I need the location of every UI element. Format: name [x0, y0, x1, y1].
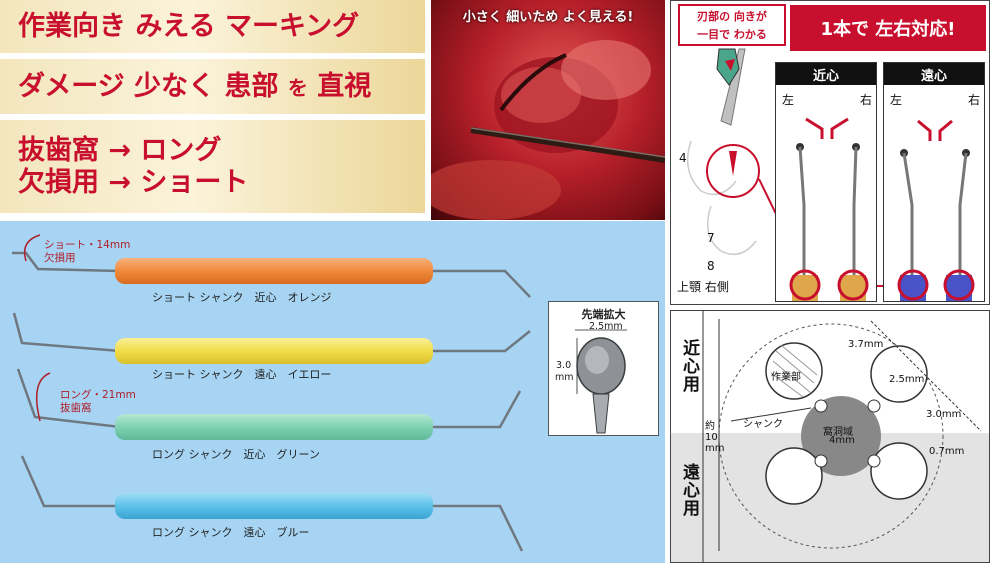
direction-callout: 刃部の 向きが 一目で わかる	[678, 4, 786, 46]
mesial-left-label: 左	[782, 93, 795, 107]
distal-tools	[897, 119, 975, 301]
mesial-header: 近心	[776, 63, 876, 85]
blue-caption: ロング シャンク 遠心 ブルー	[152, 526, 310, 539]
instrument-panel: ショート・14mm 欠損用 ロング・21mm 抜歯窩 ショート シャンク 近心 …	[0, 221, 665, 563]
headline-direct-view: ダメージ 少なく 患部 を 直視	[0, 59, 425, 117]
mesial-vertical-label: 近心用	[679, 339, 699, 393]
headline-direct-view-particle: を	[287, 75, 308, 100]
dimension-drawing	[671, 311, 989, 562]
tool2-left-tip	[12, 312, 121, 353]
dim-2-5mm: 2.5mm	[889, 374, 925, 385]
callout-line2: 一目で わかる	[697, 28, 767, 41]
tool2-right-tip	[430, 330, 531, 353]
magnify-height-unit: mm	[555, 372, 574, 383]
orange-handle	[115, 258, 433, 284]
tooth-number-7: 7	[707, 231, 715, 245]
callout-line1: 刃部の 向きが	[697, 10, 767, 23]
orange-caption: ショート シャンク 近心 オレンジ	[152, 291, 332, 304]
cavity-line2: 4mm	[829, 435, 855, 446]
approx-10mm-label: 約 10 mm	[705, 421, 725, 454]
short-tag-line1: ショート・14mm	[44, 239, 131, 251]
cavity-line1: 窩洞域	[823, 427, 853, 438]
shank-label: シャンク	[743, 419, 783, 430]
surgical-photo-illustration	[431, 40, 665, 220]
dimension-diagram: 近心用 遠心用 約 10 mm 作業部 シャンク 窩洞域 4mm 3.7mm 2…	[670, 310, 990, 563]
photo-caption: 小さく 細いため よく見える!	[462, 10, 634, 25]
distal-header: 遠心	[884, 63, 984, 85]
green-caption: ロング シャンク 近心 グリーン	[152, 448, 320, 461]
yellow-handle	[115, 338, 433, 364]
long-tag-line1: ロング・21mm	[60, 389, 136, 401]
short-bracket	[23, 234, 41, 262]
blue-handle	[115, 493, 433, 519]
yellow-caption: ショート シャンク 遠心 イエロー	[152, 368, 332, 381]
tool4-left-tip	[20, 455, 120, 508]
green-handle	[115, 414, 433, 440]
tool1-right-tip	[430, 269, 531, 298]
headline-usage-short: 欠損用 → ショート	[18, 166, 249, 198]
long-tag-line2: 抜歯窩	[60, 402, 92, 415]
dim-0-7mm: 0.7mm	[929, 446, 965, 457]
tip-magnify-box: 先端拡大 2.5mm 3.0 mm	[548, 301, 659, 436]
headline-marking-text: 作業向き みえる マーキング	[18, 10, 360, 42]
dim-3-0mm: 3.0mm	[926, 409, 962, 420]
jaw-label: 上顎 右側	[677, 280, 729, 294]
mesial-tools	[789, 117, 869, 301]
instrument-shafts	[12, 234, 531, 552]
surgical-photo: 小さく 細いため よく見える!	[431, 0, 665, 220]
magnified-tip	[575, 329, 627, 434]
headline-usage: 抜歯窩 → ロング 欠損用 → ショート	[0, 120, 425, 216]
tool4-right-tip	[430, 504, 524, 552]
magnify-height-value: 3.0	[556, 360, 572, 371]
distal-vertical-label: 遠心用	[679, 463, 699, 517]
tool3-right-tip	[430, 390, 522, 429]
mesial-right-label: 右	[860, 93, 873, 107]
headline-marking: 作業向き みえる マーキング	[0, 0, 425, 56]
tool1-left-tip	[12, 251, 121, 273]
tool3-left-tip	[16, 368, 121, 429]
distal-variant-box: 遠心 左 右	[883, 62, 985, 302]
distal-right-label: 右	[968, 93, 981, 107]
work-part-label: 作業部	[771, 372, 801, 383]
short-tag-line2: 欠損用	[44, 252, 76, 265]
headline-usage-long: 抜歯窩 → ロング	[18, 135, 222, 167]
magnify-width: 2.5mm	[589, 321, 623, 332]
distal-left-label: 左	[890, 93, 903, 107]
dim-3-7mm: 3.7mm	[848, 339, 884, 350]
magnify-title: 先端拡大	[581, 308, 626, 321]
mesial-variant-box: 近心 左 右	[775, 62, 877, 302]
headline-direct-view-text: ダメージ 少なく 患部 を 直視	[18, 71, 425, 102]
tooth-number-4: 4	[679, 151, 687, 165]
long-tag: ロング・21mm 抜歯窩	[60, 389, 136, 415]
long-bracket	[35, 372, 51, 422]
headline-direct-view-c: 直視	[307, 70, 372, 102]
headline-direct-view-a: ダメージ 少なく 患部	[18, 70, 288, 102]
both-sides-banner: 1本で 左右対応!	[790, 5, 986, 51]
short-tag: ショート・14mm 欠損用	[44, 239, 130, 265]
tooth-number-8: 8	[707, 259, 715, 273]
